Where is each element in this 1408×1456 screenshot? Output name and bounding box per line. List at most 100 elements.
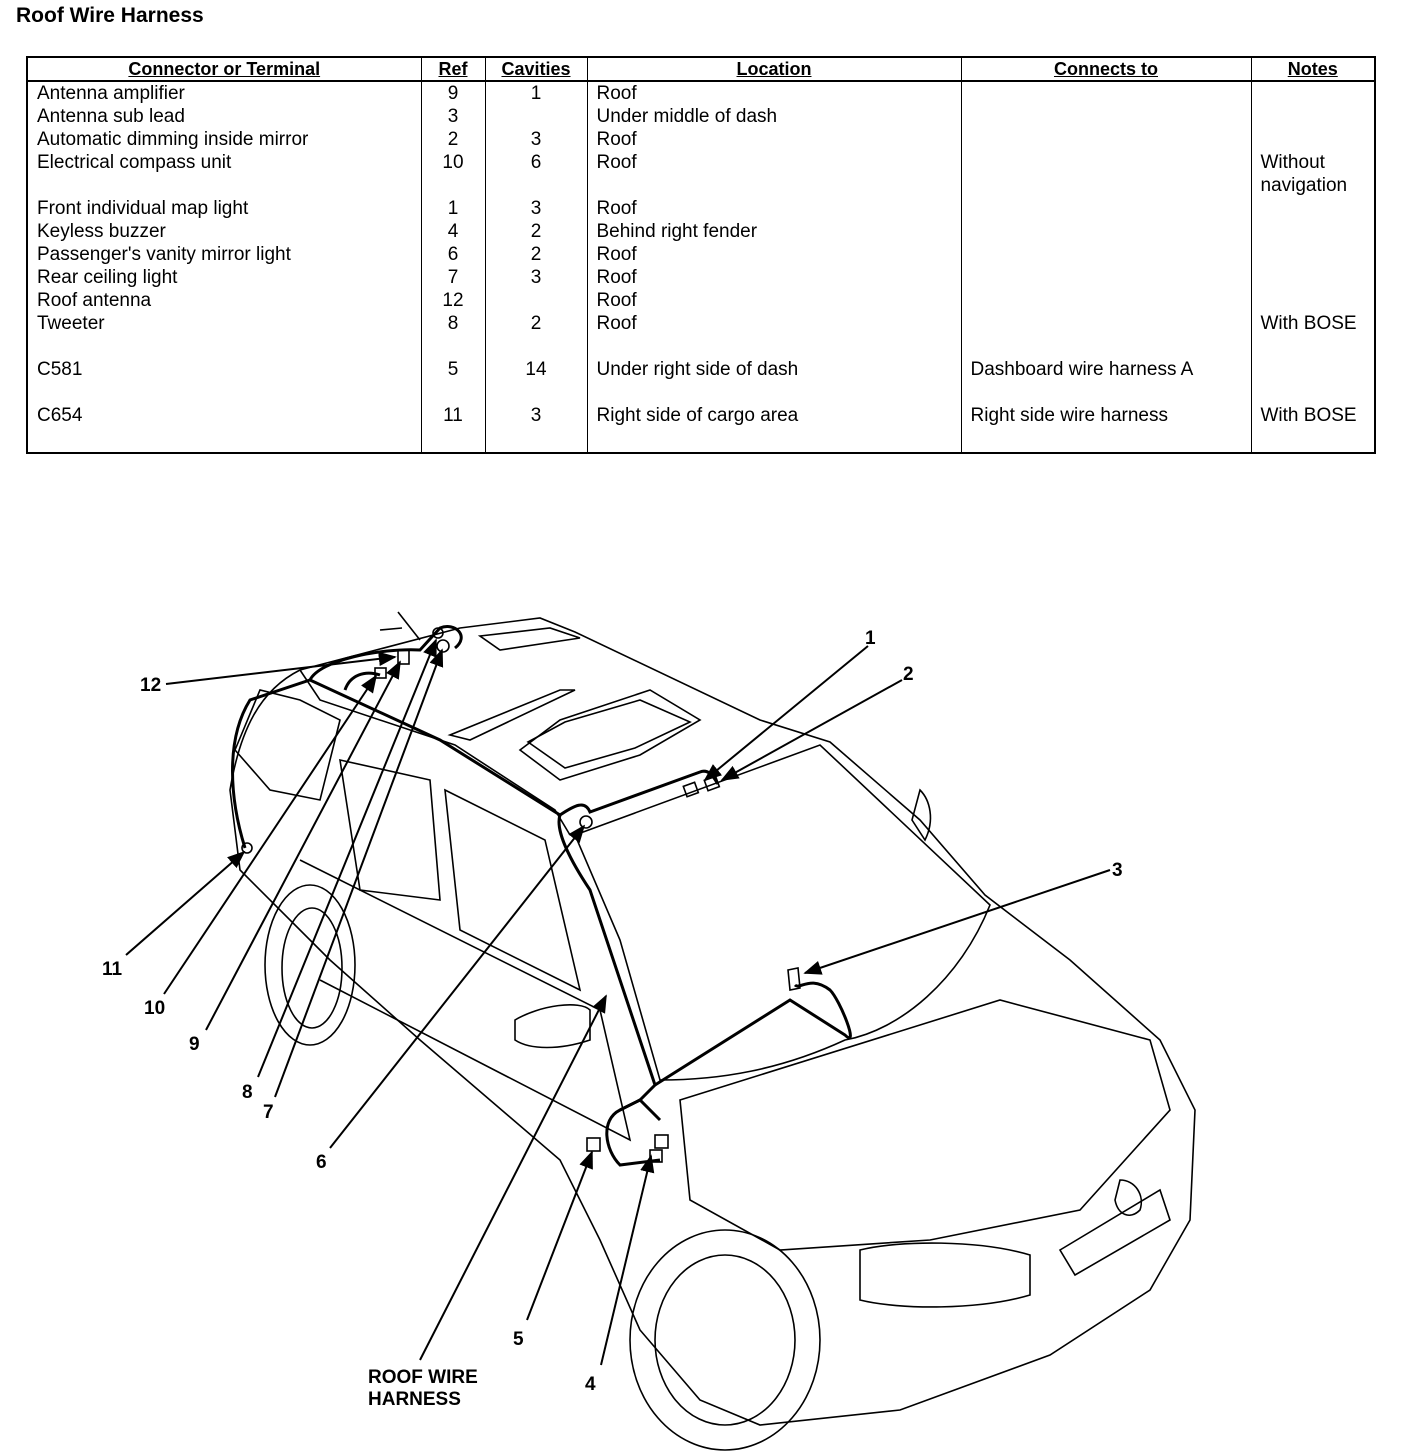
cell-connector: Tweeter bbox=[37, 313, 105, 334]
cell-cavities: 3 bbox=[484, 266, 587, 289]
cell-connects-to bbox=[960, 105, 1251, 128]
cell-notes bbox=[1250, 266, 1375, 289]
connector-table: Connector or Terminal Ref Cavities Locat… bbox=[26, 56, 1376, 454]
cell-location: Roof bbox=[586, 266, 961, 289]
cell-connects-to bbox=[960, 243, 1251, 266]
cell-connector: C581 bbox=[37, 359, 83, 380]
cell-connector: Keyless buzzer bbox=[37, 221, 166, 242]
table-row: Keyless buzzer 4 2 Behind right fender bbox=[27, 220, 1375, 243]
leader-line-9 bbox=[205, 660, 401, 1031]
table-row: Antenna amplifier 9 1 Roof bbox=[27, 81, 1375, 105]
leader-line-10 bbox=[163, 674, 377, 995]
callout-12: 12 bbox=[140, 675, 161, 696]
leader-line-7 bbox=[274, 648, 444, 1098]
leader-line-6 bbox=[329, 824, 586, 1149]
cell-location: Roof bbox=[586, 81, 961, 105]
cell-cavities bbox=[484, 289, 587, 312]
table-row: Passenger's vanity mirror light 6 2 Roof bbox=[27, 243, 1375, 266]
connector-shapes bbox=[241, 627, 801, 1163]
cell-ref: 5 bbox=[420, 358, 485, 404]
table-row: Rear ceiling light 7 3 Roof bbox=[27, 266, 1375, 289]
cell-location: Roof bbox=[586, 312, 961, 358]
cell-cavities bbox=[484, 105, 587, 128]
callout-11: 11 bbox=[102, 959, 123, 980]
cell-location: Roof bbox=[586, 243, 961, 266]
cell-connects-to bbox=[960, 220, 1251, 243]
header-ref: Ref bbox=[420, 57, 485, 82]
cell-cavities: 3 bbox=[484, 197, 587, 220]
leader-line-8 bbox=[257, 638, 437, 1078]
cell-location: Roof bbox=[586, 197, 961, 220]
callout-10: 10 bbox=[144, 998, 165, 1019]
header-location: Location bbox=[586, 57, 961, 82]
cell-connects-to bbox=[960, 289, 1251, 312]
leader-line-harness bbox=[419, 994, 607, 1361]
connector-table-container: Connector or Terminal Ref Cavities Locat… bbox=[26, 56, 1376, 454]
cell-notes: With BOSE bbox=[1250, 404, 1375, 453]
leader-line-12 bbox=[165, 651, 397, 685]
cell-notes bbox=[1250, 358, 1375, 404]
cell-location: Behind right fender bbox=[586, 220, 961, 243]
callout-1: 1 bbox=[865, 628, 876, 649]
cell-connector: Rear ceiling light bbox=[37, 267, 178, 288]
table-row: C581 5 14 Under right side of dash Dashb… bbox=[27, 358, 1375, 404]
table-row: Antenna sub lead 3 Under middle of dash bbox=[27, 105, 1375, 128]
header-notes: Notes bbox=[1250, 57, 1375, 82]
cell-ref: 9 bbox=[420, 81, 485, 105]
cell-cavities: 6 bbox=[484, 151, 587, 197]
cell-connector: C654 bbox=[37, 405, 83, 426]
table-row: C654 11 3 Right side of cargo area Right… bbox=[27, 404, 1375, 453]
table-row: Front individual map light 1 3 Roof bbox=[27, 197, 1375, 220]
cell-location: Roof bbox=[586, 128, 961, 151]
callout-6: 6 bbox=[316, 1152, 327, 1173]
page-title: Roof Wire Harness bbox=[16, 4, 204, 27]
leader-line-4 bbox=[600, 1154, 655, 1366]
cell-notes: Without navigation bbox=[1250, 151, 1375, 197]
leader-line-1 bbox=[703, 645, 869, 782]
header-connects-to: Connects to bbox=[960, 57, 1251, 82]
cell-connector: Passenger's vanity mirror light bbox=[37, 244, 291, 265]
harness-label-line2: HARNESS bbox=[368, 1389, 461, 1410]
callout-4: 4 bbox=[585, 1374, 596, 1395]
callout-2: 2 bbox=[903, 664, 914, 685]
header-connector: Connector or Terminal bbox=[27, 57, 421, 82]
cell-cavities: 2 bbox=[484, 243, 587, 266]
cell-ref: 1 bbox=[420, 197, 485, 220]
leader-line-11 bbox=[125, 850, 246, 956]
cell-cavities: 1 bbox=[484, 81, 587, 105]
cell-cavities: 3 bbox=[484, 128, 587, 151]
cell-cavities: 3 bbox=[484, 404, 587, 453]
cell-connector: Roof antenna bbox=[37, 290, 152, 311]
cell-connector: Automatic dimming inside mirror bbox=[37, 129, 309, 150]
callout-labels: 1 2 3 4 5 6 7 8 9 10 11 12 ROOF WIRE HAR… bbox=[102, 628, 1123, 1410]
table-header-row: Connector or Terminal Ref Cavities Locat… bbox=[27, 57, 1375, 82]
cell-connects-to: Dashboard wire harness A bbox=[960, 358, 1251, 404]
leader-line-3 bbox=[803, 869, 1111, 975]
cell-location: Roof bbox=[586, 151, 961, 197]
cell-notes bbox=[1250, 289, 1375, 312]
cell-ref: 10 bbox=[420, 151, 485, 197]
cell-cavities: 2 bbox=[484, 312, 587, 358]
vehicle-harness-diagram: 1 2 3 4 5 6 7 8 9 10 11 12 ROOF WIRE HAR… bbox=[102, 611, 1196, 1451]
table-row: Tweeter 8 2 Roof With BOSE bbox=[27, 312, 1375, 358]
cell-notes bbox=[1250, 81, 1375, 105]
table-row: Electrical compass unit 10 6 Roof Withou… bbox=[27, 151, 1375, 197]
cell-location: Right side of cargo area bbox=[586, 404, 961, 453]
cell-notes bbox=[1250, 197, 1375, 220]
cell-connects-to: Right side wire harness bbox=[960, 404, 1251, 453]
table-row: Roof antenna 12 Roof bbox=[27, 289, 1375, 312]
cell-ref: 12 bbox=[420, 289, 485, 312]
cell-ref: 7 bbox=[420, 266, 485, 289]
cell-notes bbox=[1250, 128, 1375, 151]
cell-cavities: 14 bbox=[484, 358, 587, 404]
cell-connector: Electrical compass unit bbox=[37, 152, 232, 173]
cell-ref: 4 bbox=[420, 220, 485, 243]
cell-ref: 2 bbox=[420, 128, 485, 151]
callout-5: 5 bbox=[513, 1329, 524, 1350]
cell-connector: Front individual map light bbox=[37, 198, 249, 219]
cell-location: Under middle of dash bbox=[586, 105, 961, 128]
cell-connects-to bbox=[960, 151, 1251, 197]
vehicle-outline bbox=[229, 617, 1196, 1451]
cell-connects-to bbox=[960, 266, 1251, 289]
leader-lines bbox=[125, 638, 1111, 1366]
